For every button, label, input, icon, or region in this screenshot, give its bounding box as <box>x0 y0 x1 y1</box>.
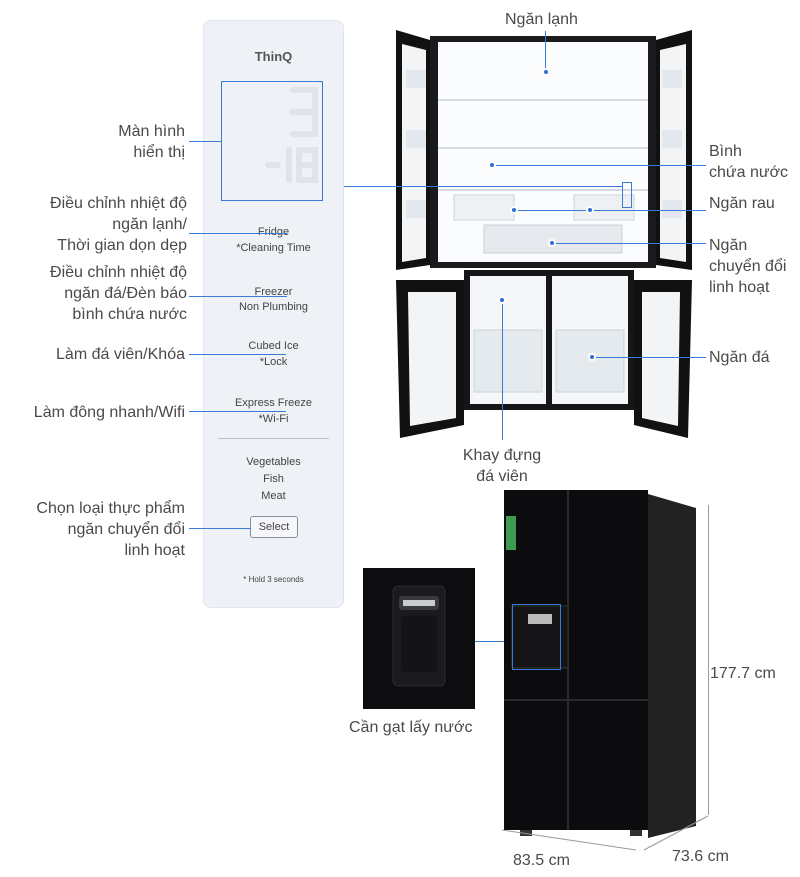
non-plumbing-label: Non Plumbing <box>238 301 309 313</box>
lock-label: *Lock <box>259 356 288 368</box>
height-dimension-line <box>708 505 709 815</box>
brand-label: ThinQ <box>254 49 293 64</box>
height-dimension: 177.7 cm <box>710 665 776 682</box>
callout-express-wifi-line <box>189 411 286 412</box>
wifi-label: *Wi-Fi <box>258 413 289 425</box>
closed-fridge-illustration <box>504 490 696 838</box>
dispenser-highlight-box <box>512 604 561 670</box>
open-fridge-image <box>394 30 694 440</box>
callout-vegetable-drawer-line <box>590 210 706 211</box>
callout-freezer-compartment-dot <box>588 353 596 361</box>
display-digits-icon <box>265 87 318 183</box>
callout-vegetable-drawer: Ngăn rau <box>709 195 775 212</box>
cleaning-time-label: *Cleaning Time <box>236 242 311 254</box>
dispenser-closeup <box>363 568 475 709</box>
callout-water-tank-line <box>492 165 706 166</box>
callout-convertible-dot <box>548 239 556 247</box>
callout-ice-tray-line <box>502 300 503 440</box>
callout-vegetable-drawer-dot-left <box>510 206 518 214</box>
meat-option: Meat <box>261 490 286 502</box>
display-highlight-box <box>221 81 323 201</box>
callout-express-wifi: Làm đông nhanh/Wifi <box>33 404 185 421</box>
callout-convertible-line <box>552 243 706 244</box>
dispenser-illustration <box>363 568 475 709</box>
width-depth-dimension-lines <box>501 815 709 851</box>
cubed-ice-button-label[interactable]: Cubed Ice <box>248 340 299 352</box>
callout-ice-lock-line <box>189 354 286 355</box>
callout-water-tank-dot <box>488 161 496 169</box>
select-button[interactable]: Select <box>250 516 298 538</box>
hold-note: * Hold 3 seconds <box>243 575 304 584</box>
freezer-button-label[interactable]: Freezer <box>254 286 293 298</box>
depth-dimension: 73.6 cm <box>672 848 729 865</box>
callout-fridge-temp-line <box>189 233 287 234</box>
panel-to-fridge-line <box>344 186 622 187</box>
callout-freezer-compartment: Ngăn đá <box>709 349 770 366</box>
callout-freezer-compartment-line <box>592 357 706 358</box>
dispenser-label: Cần gạt lấy nước <box>349 719 473 736</box>
callout-vegetable-drawer-dot-right <box>586 206 594 214</box>
callout-fridge-compartment: Ngăn lạnh <box>505 11 578 28</box>
callout-ice-tray-dot <box>498 296 506 304</box>
open-fridge-illustration <box>396 30 692 438</box>
water-tank-box <box>622 182 632 208</box>
fish-option: Fish <box>263 473 284 485</box>
callout-ice-lock: Làm đá viên/Khóa <box>56 346 185 363</box>
display-area <box>223 80 323 195</box>
callout-display-line <box>189 141 221 142</box>
callout-food-select-line <box>189 528 251 529</box>
express-freeze-button-label[interactable]: Express Freeze <box>234 397 313 409</box>
closed-fridge-image <box>500 486 700 846</box>
fridge-button-label[interactable]: Fridge <box>257 226 290 238</box>
vegetables-option: Vegetables <box>246 456 301 468</box>
panel-divider <box>218 438 329 439</box>
callout-fridge-compartment-dot <box>542 68 550 76</box>
control-panel: ThinQ Fridge *Cleaning Time Freezer Non … <box>203 20 344 608</box>
callout-vegetable-drawer-line-left <box>514 210 586 211</box>
callout-freezer-temp-line <box>189 296 287 297</box>
width-dimension: 83.5 cm <box>513 852 570 869</box>
callout-fridge-compartment-line <box>545 31 546 71</box>
dispenser-connector-line <box>475 641 512 642</box>
